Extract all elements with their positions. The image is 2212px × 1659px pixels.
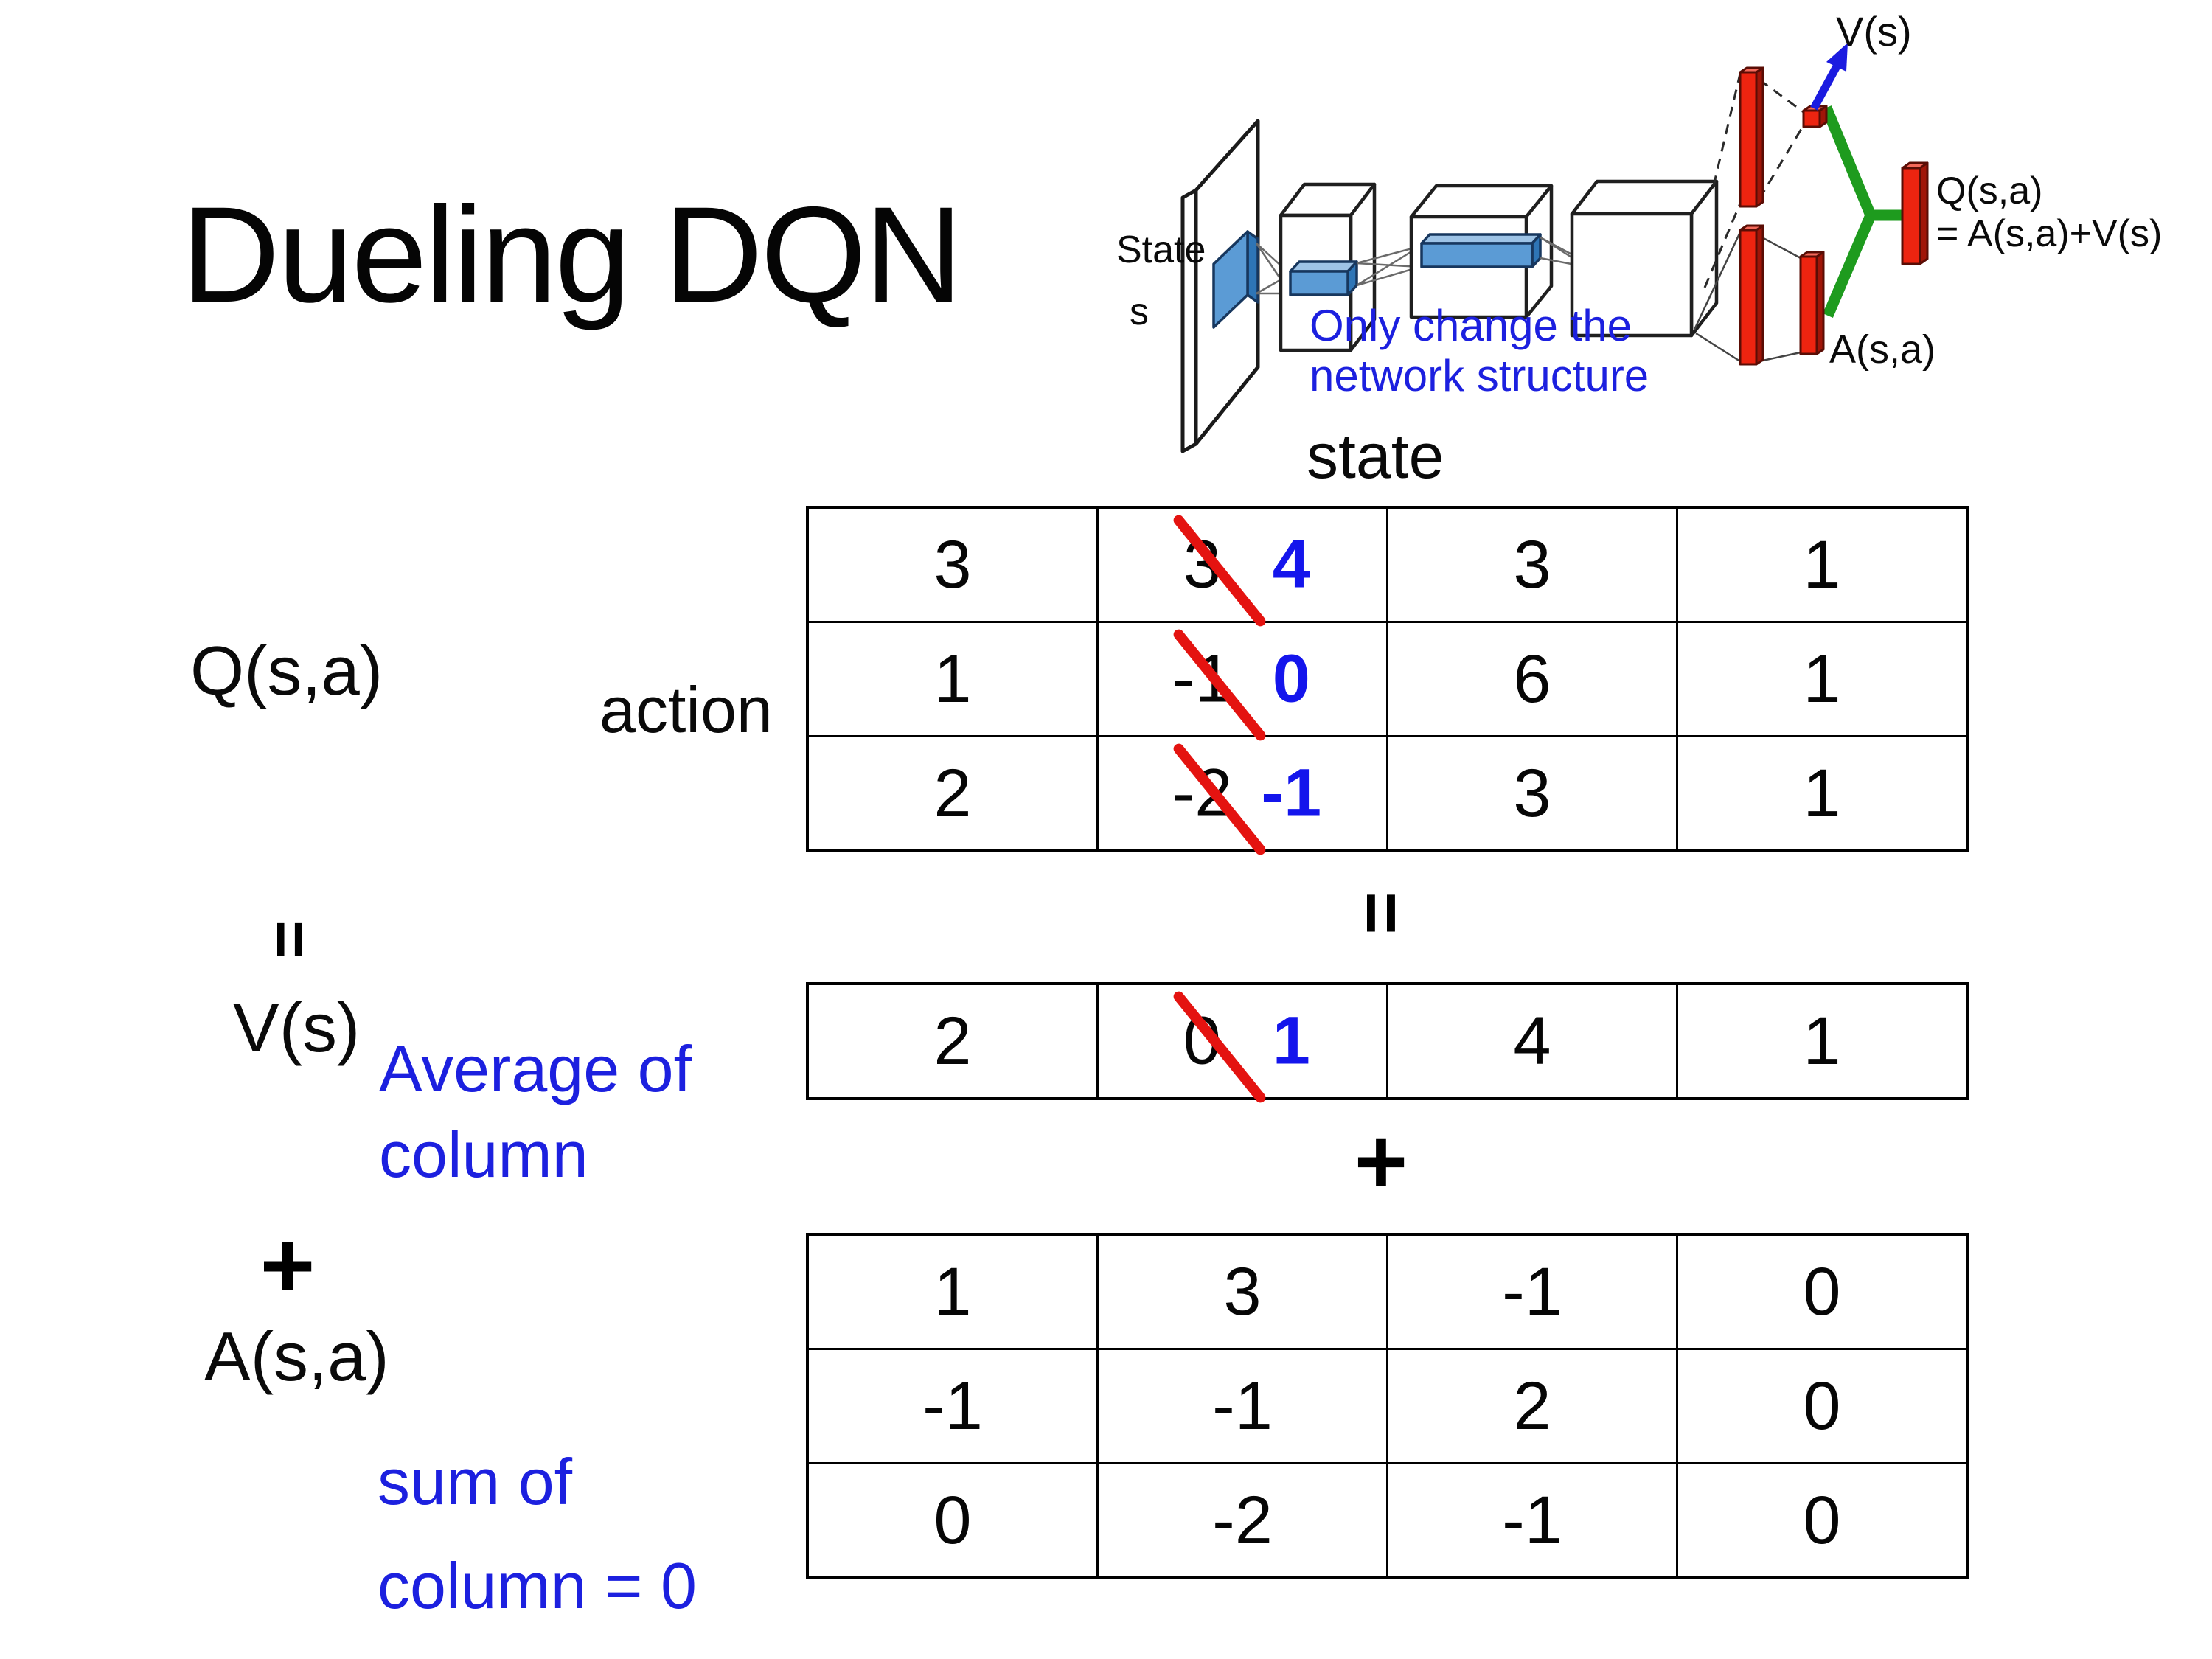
table-row: 2 -2 -1 3 1 xyxy=(806,735,1969,857)
q-matrix-label: Q(s,a) xyxy=(190,632,383,709)
q-cell-new-value: -1 xyxy=(1261,755,1322,831)
q-cell: 2 xyxy=(933,755,972,831)
advantage-bar xyxy=(1799,251,1825,355)
input-plane xyxy=(1180,119,1260,453)
diagram-vs-label: V(s) xyxy=(1836,8,1912,55)
state-axis-label: state xyxy=(1307,421,1444,492)
conv-funnel-2 xyxy=(1356,245,1421,287)
table-row: 1 -1 0 6 1 xyxy=(806,621,1969,742)
q-cell: 1 xyxy=(1803,755,1841,831)
value-node xyxy=(1802,105,1828,128)
q-cell-old-value: -1 xyxy=(1172,641,1233,717)
solid-connections xyxy=(1693,232,1801,363)
q-cell: 1 xyxy=(933,641,972,717)
a-cell: -1 xyxy=(922,1368,983,1444)
average-of-column-note: Average of column xyxy=(379,1026,692,1197)
table-row: -1 -1 2 0 xyxy=(806,1348,1969,1464)
v-cell: 1 xyxy=(1803,1003,1841,1079)
diagram-state-label-line1: State xyxy=(1116,229,1206,271)
v-table: 2 0 1 4 1 xyxy=(806,982,1969,1105)
a-cell: -1 xyxy=(1212,1368,1273,1444)
a-cell: 0 xyxy=(933,1482,972,1558)
q-cell: 3 xyxy=(1513,526,1551,602)
q-cell-new-value: 0 xyxy=(1272,641,1310,717)
q-cell: 1 xyxy=(1803,641,1841,717)
input-patch-box xyxy=(1212,230,1259,329)
a-matrix-label: A(s,a) xyxy=(204,1318,389,1395)
equals-sign-middle: = xyxy=(1340,891,1423,935)
a-cell: 3 xyxy=(1223,1253,1262,1329)
table-row: 3 3 4 3 1 xyxy=(806,506,1969,628)
diagram-asa-label: A(s,a) xyxy=(1829,327,1935,372)
diagram-note-line1: Only change the xyxy=(1310,301,1632,350)
a-cell: 0 xyxy=(1803,1368,1841,1444)
v-cell: 2 xyxy=(933,1003,972,1079)
diagram-q-formula-label: = A(s,a)+V(s) xyxy=(1936,212,2162,255)
plus-sign-left: + xyxy=(260,1212,316,1318)
a-cell: 0 xyxy=(1803,1253,1841,1329)
diagram-state-label-line2: s xyxy=(1130,291,1149,333)
aggregation-green-links xyxy=(1821,105,1902,318)
q-cell-old-value: -2 xyxy=(1172,755,1233,831)
feature-slab-2 xyxy=(1420,233,1542,268)
q-cell-new-value: 4 xyxy=(1272,526,1310,602)
a-table: 1 3 -1 0 -1 -1 2 0 0 -2 -1 0 xyxy=(806,1233,1969,1579)
a-cell: 1 xyxy=(933,1253,972,1329)
feature-slab-1 xyxy=(1289,260,1358,296)
fc-bar-top xyxy=(1739,66,1764,208)
average-note-line2: column xyxy=(379,1118,588,1192)
sum-note-line1: sum of xyxy=(378,1445,573,1518)
equals-sign-left: = xyxy=(254,920,327,959)
a-cell: -1 xyxy=(1502,1482,1562,1558)
action-axis-label: action xyxy=(599,673,773,746)
fc-bar-bottom xyxy=(1739,224,1764,366)
a-cell: 0 xyxy=(1803,1482,1841,1558)
q-table: 3 3 4 3 1 1 -1 0 6 1 2 -2 -1 xyxy=(806,506,1969,857)
q-output-bar xyxy=(1901,161,1929,265)
value-output-arrow xyxy=(1810,43,1848,111)
sum-note-line2: column = 0 xyxy=(378,1548,697,1622)
plus-sign-middle: + xyxy=(1354,1111,1408,1213)
q-cell: 3 xyxy=(1513,755,1551,831)
q-cell: 6 xyxy=(1513,641,1551,717)
a-cell: 2 xyxy=(1513,1368,1551,1444)
dueling-network-diagram: State s V(s) Q(s,a) = A(s,a)+V(s) A(s,a)… xyxy=(1116,8,2162,453)
v-cell: 4 xyxy=(1513,1003,1551,1079)
a-cell: -1 xyxy=(1502,1253,1562,1329)
table-row: 1 3 -1 0 xyxy=(806,1233,1969,1350)
q-cell: 1 xyxy=(1803,526,1841,602)
table-row: 0 -2 -1 0 xyxy=(806,1462,1969,1579)
diagram-qsa-label: Q(s,a) xyxy=(1936,170,2042,212)
average-note-line1: Average of xyxy=(379,1032,692,1105)
a-cell: -2 xyxy=(1212,1482,1273,1558)
v-matrix-label: V(s) xyxy=(233,989,361,1066)
sum-of-column-note: sum of column = 0 xyxy=(378,1430,697,1638)
diagram-note-line2: network structure xyxy=(1310,351,1649,400)
table-row: 2 0 1 4 1 xyxy=(806,982,1969,1105)
q-cell: 3 xyxy=(933,526,972,602)
page-title: Dueling DQN xyxy=(181,179,963,331)
dashed-connections xyxy=(1703,73,1805,288)
v-cell-new-value: 1 xyxy=(1272,1003,1310,1079)
